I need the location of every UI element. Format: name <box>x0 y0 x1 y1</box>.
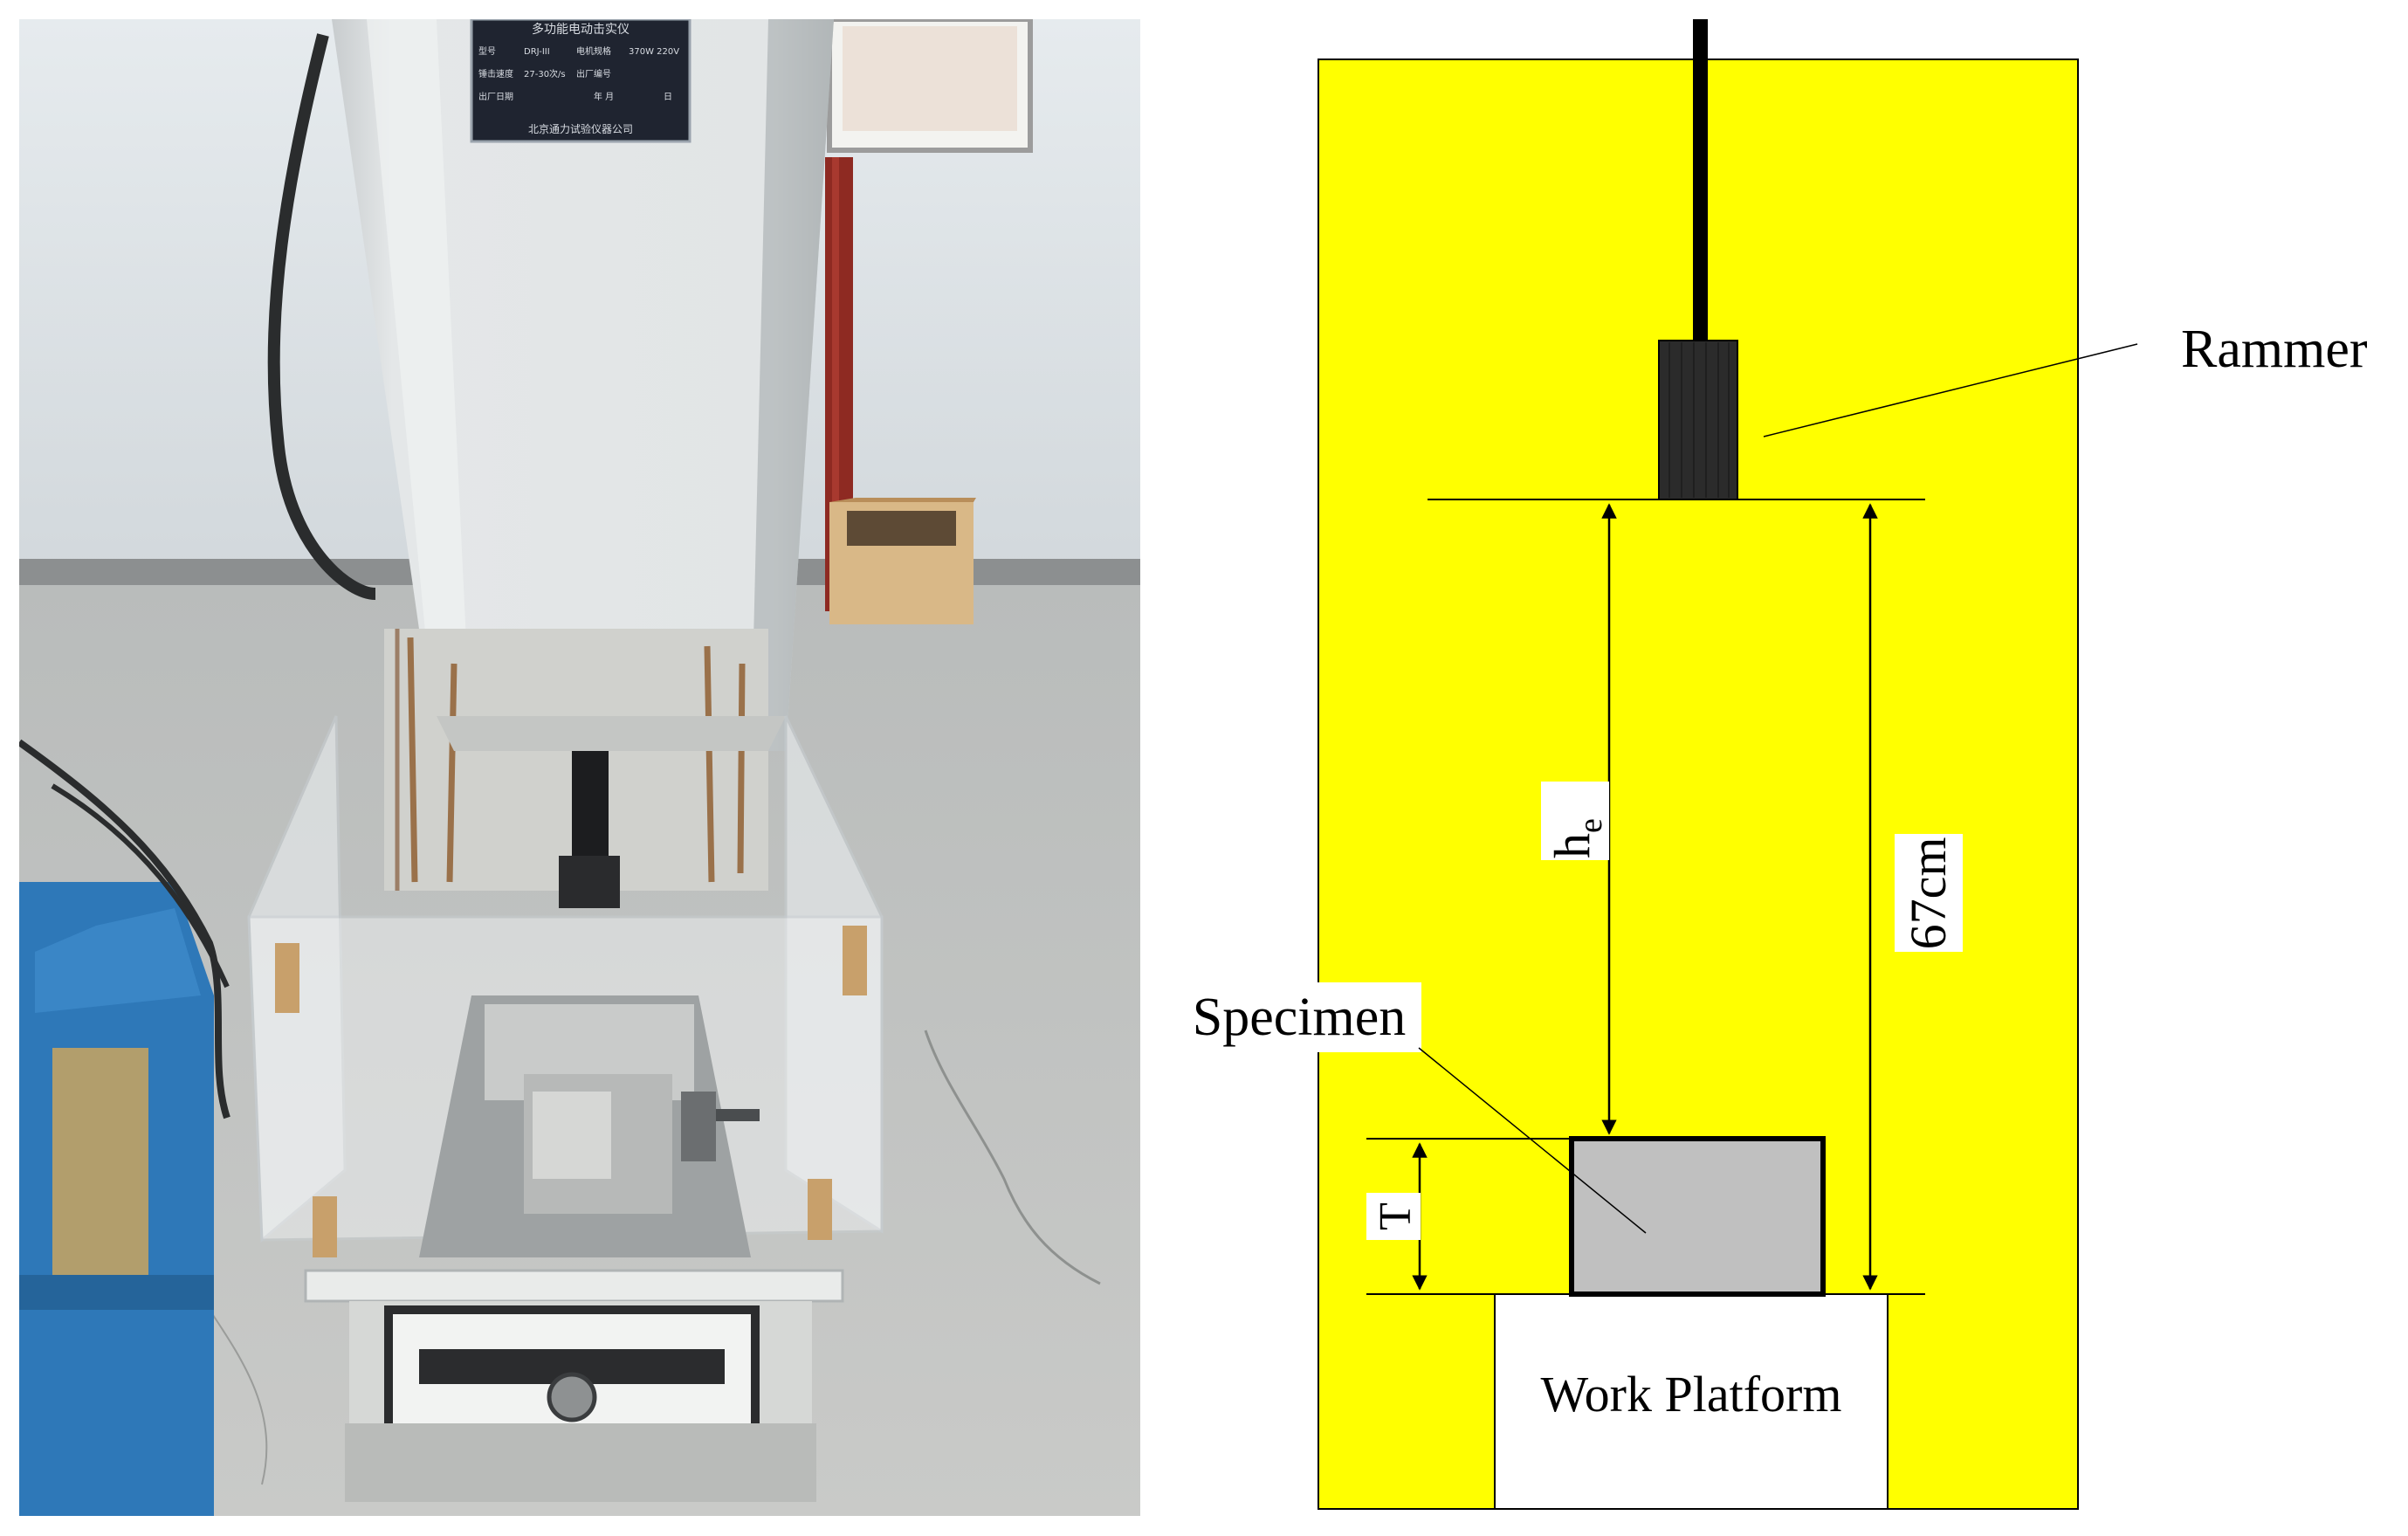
nameplate-r1c1: 型号 <box>478 45 496 57</box>
rammer-leader-line <box>1763 343 2138 437</box>
compactor-column <box>332 19 834 908</box>
work-platform <box>1494 1293 1889 1510</box>
nameplate-r1c3: 电机规格 <box>576 45 611 57</box>
drop-height-label: 67cm <box>1900 837 1957 950</box>
base-unit <box>304 1269 844 1502</box>
specimen-leader-line <box>1418 1047 1647 1234</box>
work-platform-label: Work Platform <box>1541 1366 1842 1422</box>
nameplate-r1c2: DRJ-III <box>524 47 550 57</box>
nameplate-r2c2: 27-30次/s <box>524 68 566 79</box>
specimen <box>1569 1136 1826 1297</box>
he-label: he <box>1544 818 1609 858</box>
rammer-head <box>1658 340 1738 500</box>
thickness-label: T <box>1371 1202 1421 1230</box>
he-label-main: h <box>1544 833 1600 858</box>
rammer-label: Rammer <box>2181 320 2368 379</box>
nameplate-r3c4: 日 <box>664 93 672 102</box>
wooden-box <box>829 498 976 624</box>
thickness-label-box <box>1366 1193 1421 1240</box>
nameplate-r3c3: 年 月 <box>594 91 614 102</box>
nameplate-r1c4: 370W 220V <box>629 47 679 57</box>
rammer-rod <box>1693 19 1708 344</box>
drop-height-label-box <box>1895 834 1963 952</box>
he-label-box <box>1541 782 1609 860</box>
apparatus-photo: 多功能电动击实仪 型号 DRJ-III 电机规格 370W 220V 锤击速度 … <box>19 19 1140 1516</box>
specimen-label-box <box>1177 982 1421 1052</box>
nameplate-maker: 北京通力试验仪器公司 <box>528 122 633 135</box>
nameplate-r3c1: 出厂日期 <box>478 91 513 102</box>
blue-motor <box>19 739 230 1516</box>
specimen-label: Specimen <box>1193 988 1407 1047</box>
nameplate-title: 多功能电动击实仪 <box>532 22 630 37</box>
power-cable <box>267 33 376 600</box>
nameplate-r2c1: 锤击速度 <box>478 68 513 79</box>
schematic-diagram: Work Platform he 67cm T Specimen Rammer <box>1177 19 2368 1510</box>
nameplate-r2c3: 出厂编号 <box>576 68 611 79</box>
mold-assembly <box>419 995 760 1257</box>
nameplate: 多功能电动击实仪 型号 DRJ-III 电机规格 370W 220V 锤击速度 … <box>470 19 691 143</box>
he-label-sub: e <box>1572 818 1609 833</box>
